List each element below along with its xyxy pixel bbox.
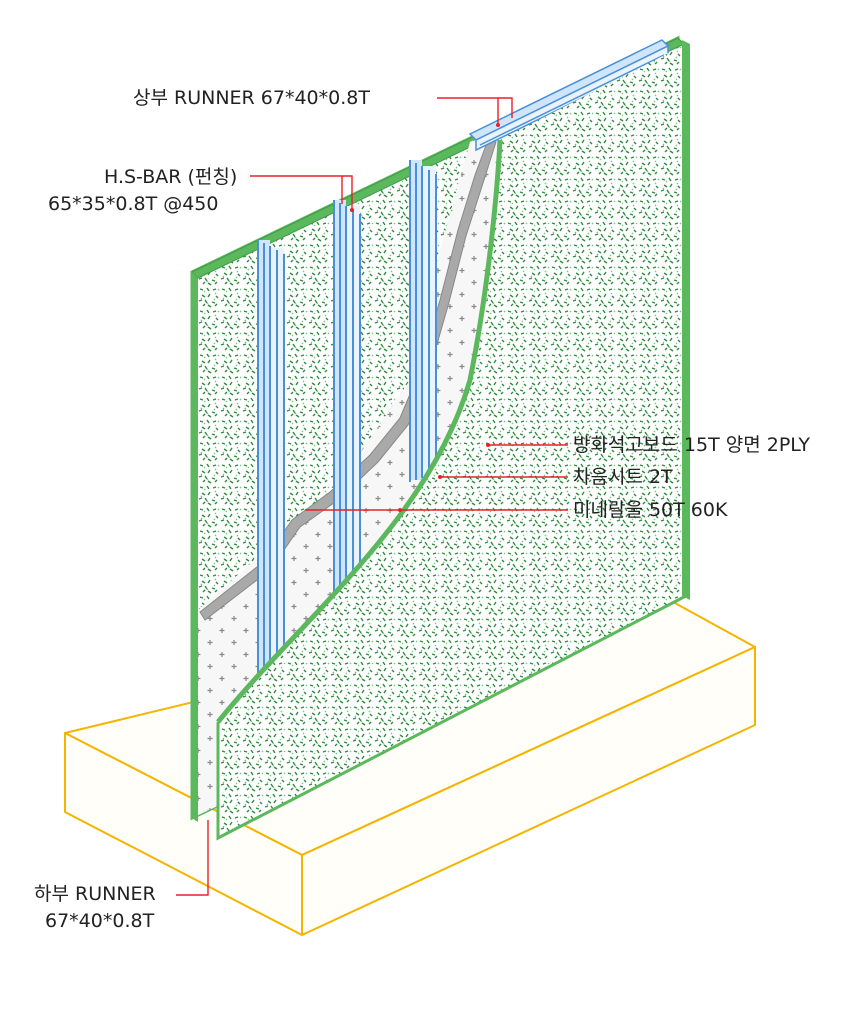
leader-hs-bar	[250, 175, 354, 212]
leader-mineral-wool	[305, 508, 568, 512]
steel-stud-1	[257, 240, 285, 680]
leader-sound-sheet	[438, 475, 568, 479]
top-runner	[468, 39, 670, 152]
leader-top-runner	[437, 97, 513, 127]
label-sound-sheet: 차음시트 2T	[573, 466, 673, 488]
front-gypsum-board	[216, 40, 690, 841]
label-bottom-runner-line2: 67*40*0.8T	[45, 910, 155, 932]
label-bottom-runner-line1: 하부 RUNNER	[34, 883, 156, 905]
label-top-runner: 상부 RUNNER 67*40*0.8T	[133, 87, 370, 109]
label-hs-bar-line2: 65*35*0.8T @450	[48, 193, 218, 215]
label-gypsum-board: 방화석고보드 15T 양면 2PLY	[573, 434, 810, 456]
steel-stud-2	[333, 200, 361, 612]
label-hs-bar-line1: H.S-BAR (펀칭)	[104, 166, 237, 188]
slab-right-face	[301, 646, 756, 936]
steel-stud-3	[409, 160, 437, 482]
label-mineral-wool: 미네랄울 50T 60K	[573, 499, 728, 521]
leader-gypsum-board	[486, 443, 568, 447]
leader-bottom-runner	[176, 820, 209, 896]
